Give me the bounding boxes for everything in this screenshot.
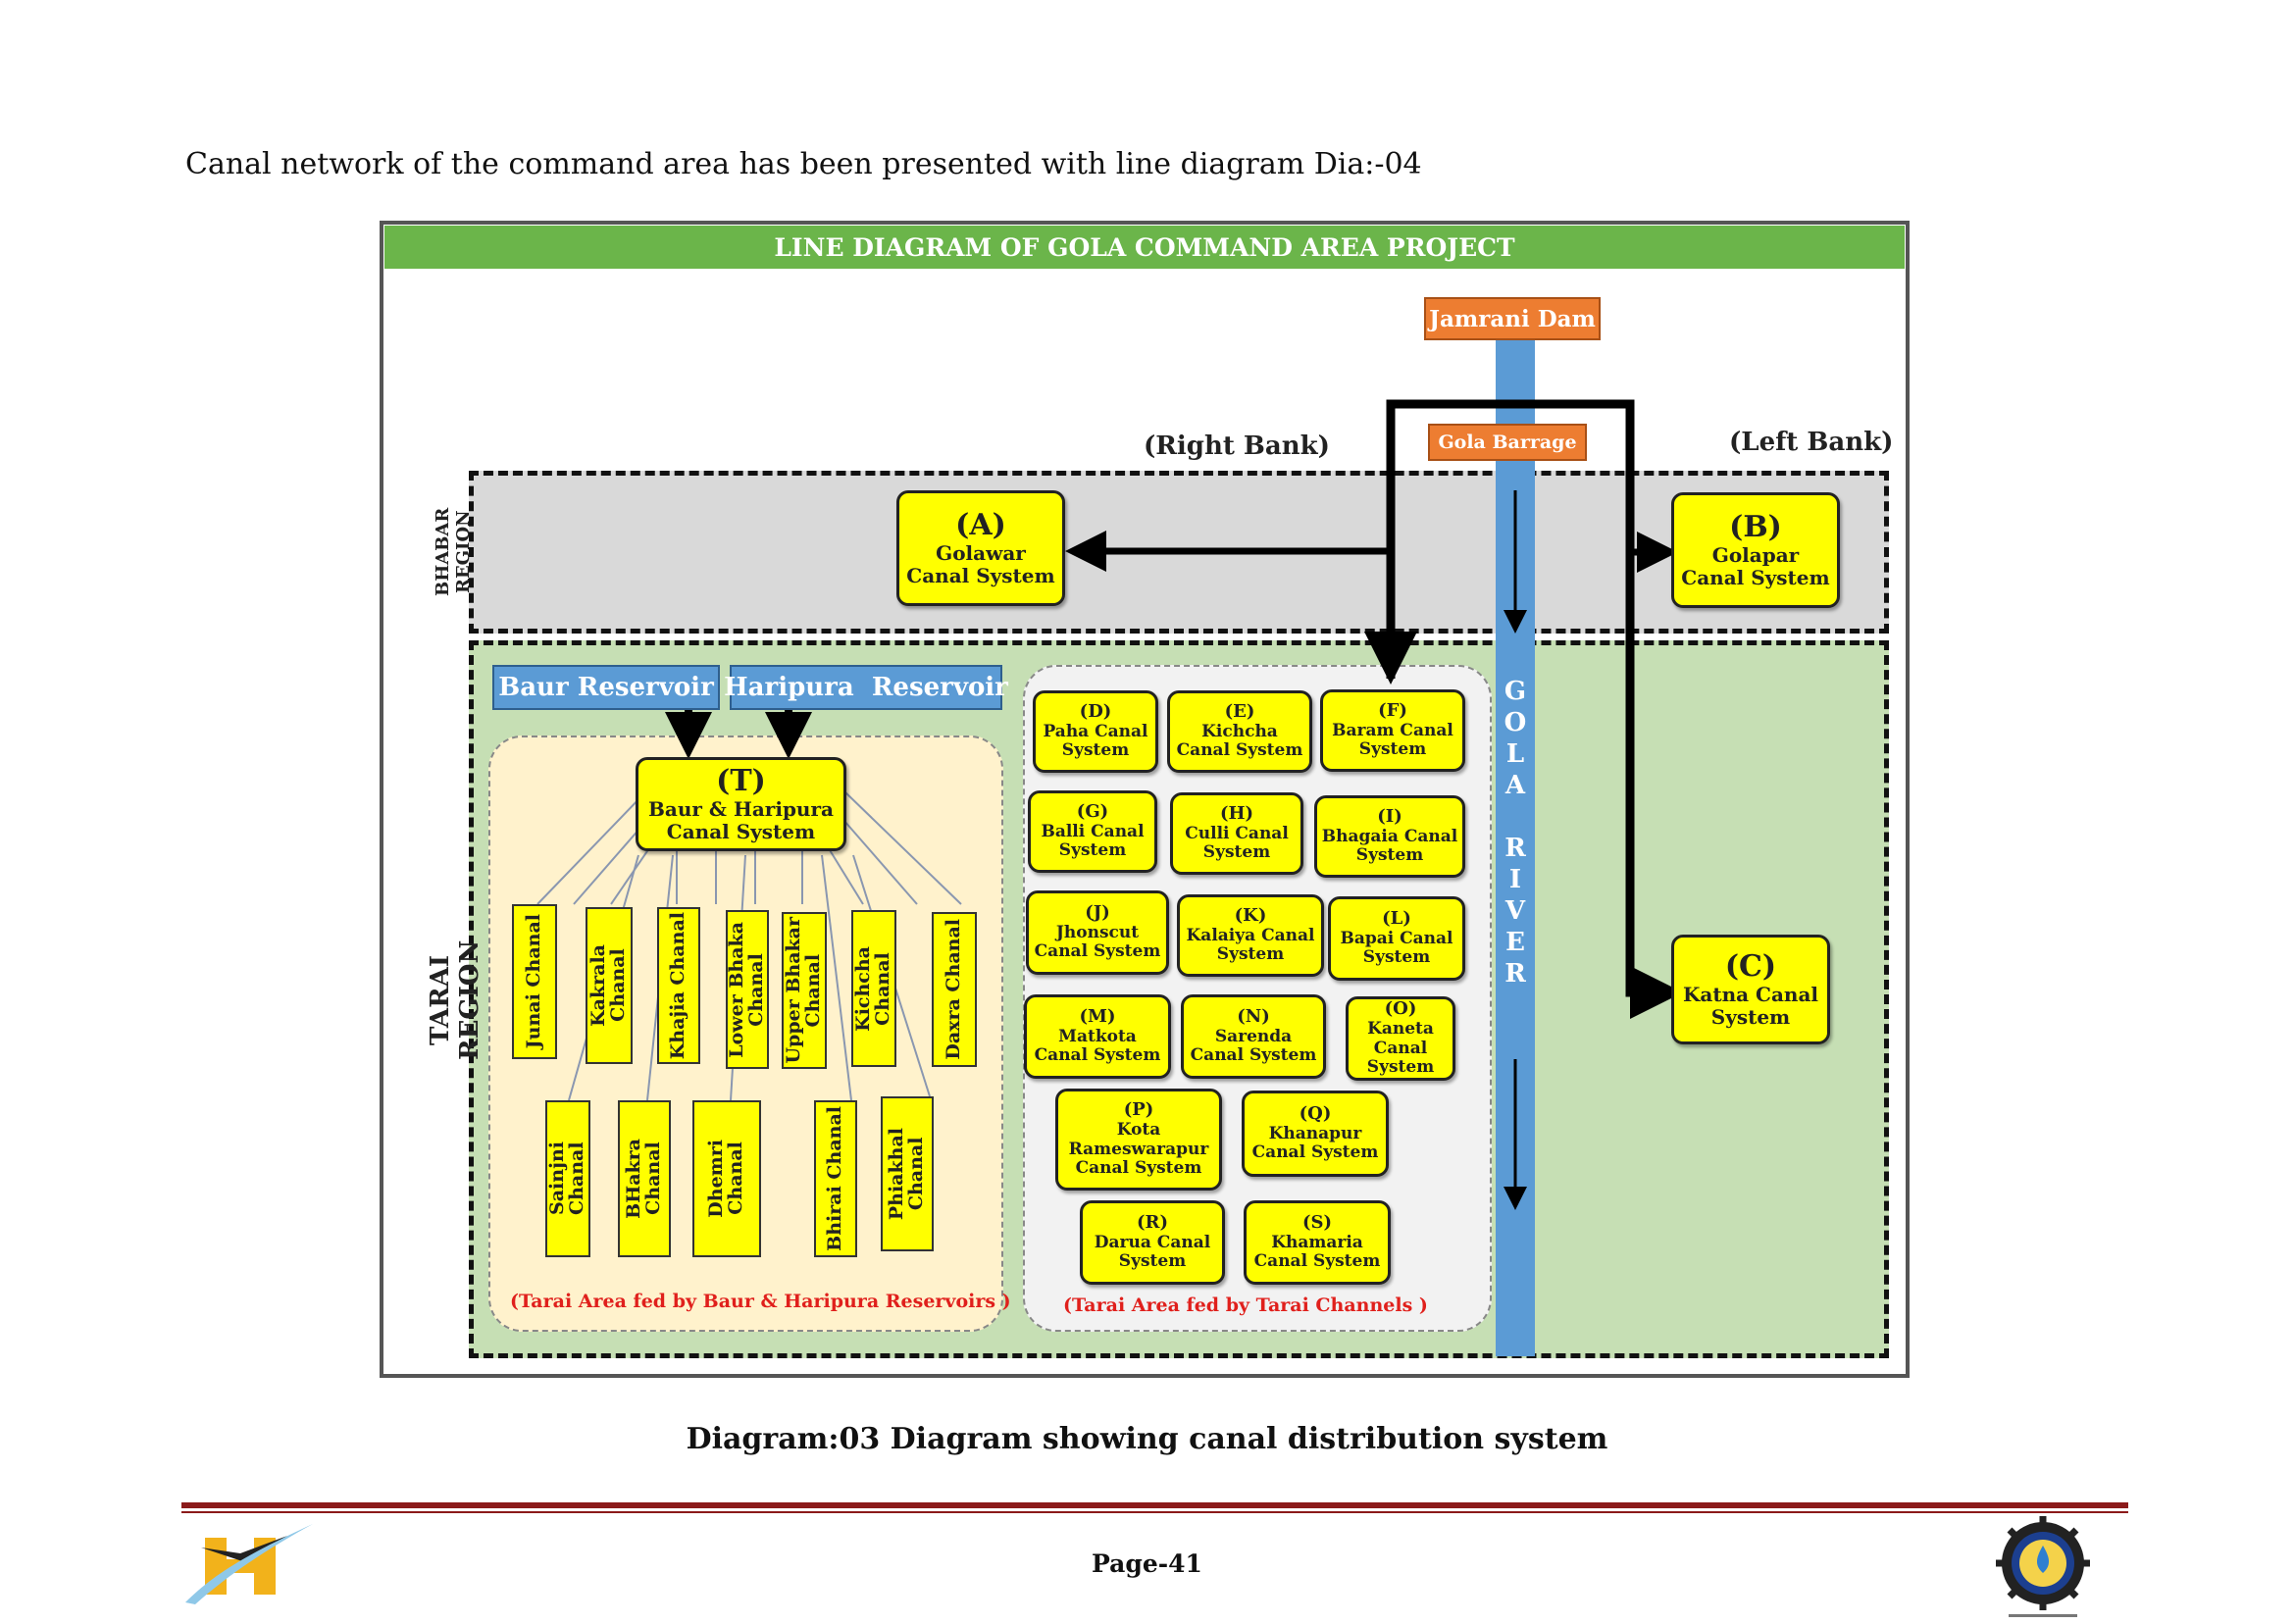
river-letter: R (1504, 959, 1526, 989)
canal-system-box: (P)Kota Rameswarapur Canal System (1055, 1089, 1222, 1191)
river-letter: L (1505, 739, 1525, 769)
emblem-icon (1996, 1516, 2090, 1617)
baur-reservoir: Baur Reservoir (492, 665, 720, 710)
canal-system-box: (G)Balli Canal System (1028, 790, 1157, 873)
footer-rule (181, 1502, 2128, 1508)
chanal-box: Khajia Chanal (657, 907, 700, 1064)
river-letter: A (1504, 771, 1526, 800)
gola-barrage: Gola Barrage (1428, 424, 1587, 461)
canal-system-box: (K)Kalaiya Canal System (1177, 894, 1324, 977)
canal-system-box: (S)Khamaria Canal System (1244, 1200, 1391, 1285)
canal-system-box: (I)Bhagaia Canal System (1314, 795, 1465, 878)
canal-system-box: (M)Matkota Canal System (1024, 994, 1171, 1079)
baur-haripura-canal-box: (T)Baur & Haripura Canal System (636, 757, 846, 851)
chanal-box: Sainjni Chanal (545, 1100, 590, 1257)
diagram-title: LINE DIAGRAM OF GOLA COMMAND AREA PROJEC… (384, 226, 1905, 269)
canal-system-box: (E)Kichcha Canal System (1167, 690, 1312, 773)
chanal-box: Upper Bhakar Chanal (782, 912, 827, 1069)
canal-system-box: (L)Bapai Canal System (1328, 896, 1465, 981)
chanal-box: Kichcha Chanal (851, 910, 896, 1067)
left-bank-main-arrow (1386, 399, 1683, 1019)
river-letter: G (1504, 677, 1527, 706)
river-letter: O (1504, 708, 1527, 737)
chanal-box: BHakra Chanal (618, 1100, 671, 1257)
katna-canal-box: (C)Katna Canal System (1671, 935, 1830, 1044)
chanal-box: Bhirai Chanal (814, 1100, 857, 1257)
chanal-box: Daxra Chanal (932, 912, 977, 1067)
right-bank-label: (Right Bank) (1144, 431, 1330, 461)
company-logo-icon (185, 1524, 313, 1604)
river-letter: R (1504, 834, 1526, 863)
channel-area-note: (Tarai Area fed by Tarai Channels ) (1063, 1294, 1428, 1316)
golapar-canal-box: (B)Golapar Canal System (1671, 492, 1840, 608)
canal-system-box: (N)Sarenda Canal System (1181, 994, 1326, 1079)
left-bank-label: (Left Bank) (1729, 428, 1894, 457)
golawar-canal-box: (A)Golawar Canal System (896, 490, 1065, 606)
chanal-box: Lower Bhaka Chanal (726, 910, 769, 1069)
canal-system-box: (Q)Khanapur Canal System (1242, 1091, 1389, 1177)
page-number: Page-41 (1092, 1549, 1202, 1578)
chanal-box: Dhemri Chanal (692, 1100, 761, 1257)
footer-rule-thin (181, 1511, 2128, 1513)
river-letter: I (1508, 865, 1522, 894)
haripura-reservoir: Haripura Reservoir (724, 665, 1008, 710)
canal-system-box: (J)Jhonscut Canal System (1026, 890, 1169, 975)
canal-system-box: (D)Paha Canal System (1033, 690, 1158, 773)
reservoir-area-note: (Tarai Area fed by Baur & Haripura Reser… (510, 1291, 1011, 1312)
chanal-box: Kakrala Chanal (586, 907, 633, 1064)
chanal-box: Junai Chanal (512, 904, 557, 1059)
canal-system-box: (R)Darua Canal System (1080, 1200, 1225, 1285)
canal-system-box: (O)Kaneta Canal System (1346, 996, 1455, 1081)
canal-system-box: (F)Baram Canal System (1320, 689, 1465, 772)
chanal-box: Phiakhal Chanal (881, 1096, 934, 1251)
river-letter: E (1505, 928, 1525, 957)
river-letter: V (1504, 896, 1526, 926)
intro-text: Canal network of the command area has be… (185, 147, 1422, 181)
jamrani-dam: Jamrani Dam (1424, 297, 1601, 340)
diagram-caption: Diagram:03 Diagram showing canal distrib… (686, 1422, 1608, 1456)
canal-system-box: (H)Culli Canal System (1170, 792, 1303, 875)
